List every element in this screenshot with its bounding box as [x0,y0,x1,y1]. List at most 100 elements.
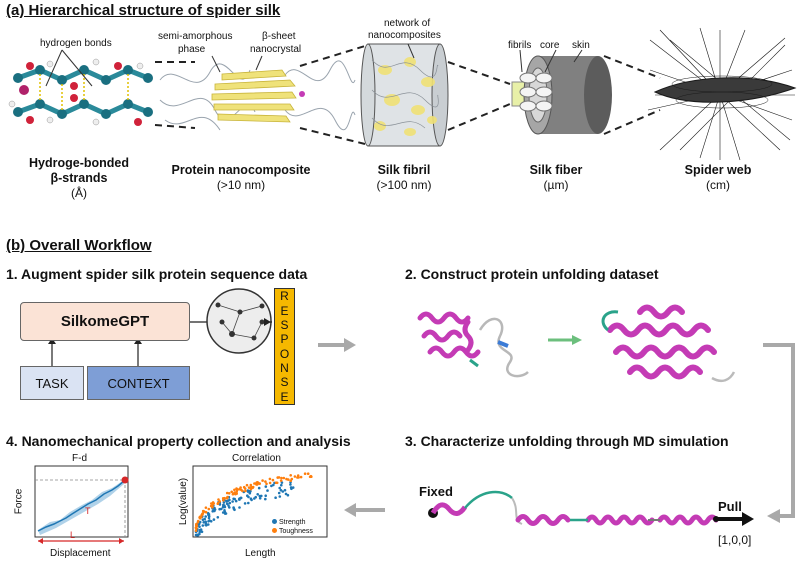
strength-point [243,502,247,505]
toughness-point [225,491,229,495]
strength-point [281,490,285,493]
toughness-point [310,475,313,479]
strength-point [254,495,257,499]
corr-ylabel: Log(value) [178,477,190,526]
strength-point [246,494,249,498]
strength-point [226,499,230,503]
toughness-point [296,476,299,479]
strength-point [222,501,226,504]
section-b-title: (b) Overall Workflow [6,237,152,254]
strength-point [266,489,269,492]
toughness-point [196,519,200,523]
toughness-point [239,486,242,489]
strength-point [232,497,235,501]
step3-title: 3. Characterize unfolding through MD sim… [405,433,729,449]
caption-spider-web: Spider web(cm) [684,163,752,192]
toughness-point [221,497,225,500]
toughness-point [233,488,236,492]
toughness-point [247,486,251,489]
label-semi-amorphous-2: phase [178,44,206,55]
strength-point [224,512,228,515]
strength-point [283,488,287,492]
strength-point [264,497,267,501]
section-a-title: (a) Hierarchical structure of spider sil… [6,2,281,19]
strength-point [198,532,201,536]
strength-point [223,509,226,512]
toughness-point [280,476,283,480]
strength-point [234,499,238,503]
fixed-label: Fixed [419,484,453,499]
label-hydrogen-bonds: hydrogen bonds [40,38,112,49]
toughness-point [210,502,213,505]
pulled-protein-image [428,490,754,526]
strength-point [258,494,262,498]
toughness-point [279,479,283,482]
spider-web-image [647,27,797,161]
corr-legend: Strength Toughness [272,518,313,536]
toughness-point [303,472,307,476]
strength-point [216,516,220,519]
strength-point [249,489,252,493]
label-semi-amorphous-1: semi-amorphous [158,31,233,42]
strength-point [204,515,207,518]
toughness-point [201,509,205,513]
strength-point [198,528,202,532]
strength-point [231,500,234,503]
silk-fiber-image [511,49,612,135]
strength-point [202,521,205,524]
toughness-point [306,472,310,476]
label-skin: skin [572,40,590,51]
strength-point [233,508,236,512]
strength-point [201,524,205,527]
toughness-point [235,492,238,495]
strength-point [218,507,221,511]
unfolded-protein-image [417,311,529,378]
corr-xlabel: Length [245,548,276,559]
step1-title: 1. Augment spider silk protein sequence … [6,266,308,282]
label-network-1: network of [384,18,431,29]
toughness-point [255,481,258,485]
toughness-point [245,483,249,487]
toughness-point [258,482,262,485]
toughness-point [204,510,208,514]
strength-point [207,513,211,516]
toughness-point [290,477,294,481]
toughness-point [212,502,215,505]
fd-xlabel: Displacement [50,548,111,559]
label-network-2: nanocomposites [368,30,441,41]
toughness-point [282,476,286,480]
strength-point [238,506,241,509]
caption-silk-fibril: Silk fibril(>100 nm) [376,163,432,192]
strength-point [277,491,281,495]
toughness-point [249,483,253,487]
strength-point [213,506,216,510]
toughness-point [293,475,297,478]
toughness-point [261,479,264,482]
strength-point [247,501,250,505]
toughness-point [249,487,253,491]
strength-point [207,520,210,523]
toughness-point [264,480,267,483]
toughness-point [251,486,254,490]
toughness-point [195,524,199,528]
strength-point [279,488,283,492]
strength-point [289,483,292,486]
strength-point [228,501,232,505]
toughness-point [207,507,211,511]
strength-point [228,506,231,509]
strength-point [278,486,282,490]
toughness-point [268,481,272,485]
label-beta-sheet-2: nanocrystal [250,44,302,55]
strength-point [212,518,216,521]
step4-title: 4. Nanomechanical property collection an… [6,433,351,449]
strength-point [207,516,211,520]
step1-graphics [48,288,272,366]
toughness-point [216,502,220,506]
strength-point [200,530,204,534]
strength-point [284,492,288,496]
strength-point [225,502,229,506]
strength-point [201,518,205,521]
toughness-point [199,517,202,520]
